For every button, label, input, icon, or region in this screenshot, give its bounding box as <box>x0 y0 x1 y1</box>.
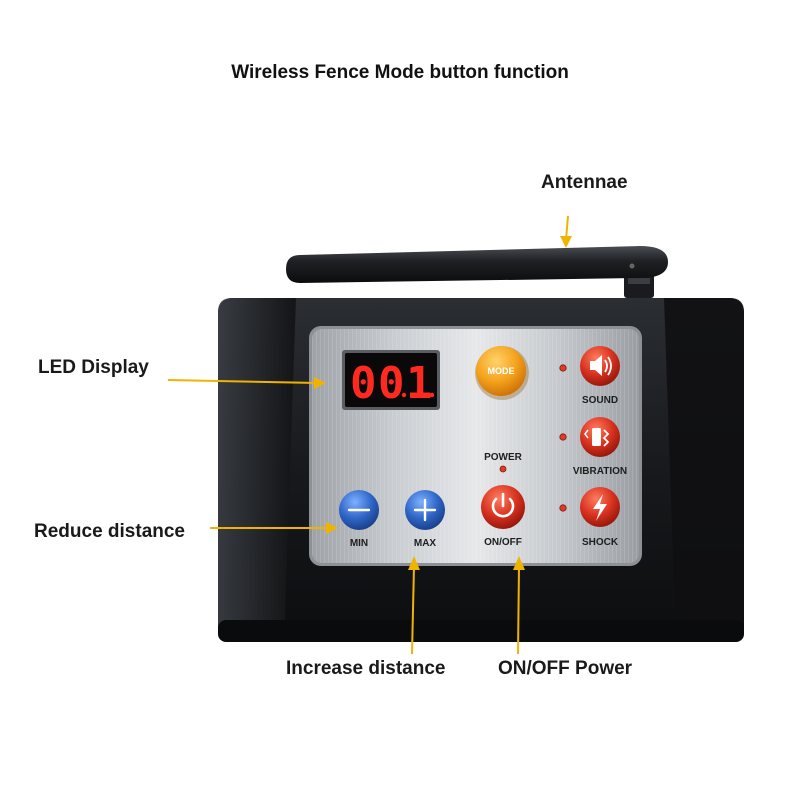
diagram-title: Wireless Fence Mode button function <box>231 62 569 83</box>
mode-button[interactable]: MODE <box>475 346 529 400</box>
lightning-icon <box>593 494 607 521</box>
antennae-arrow <box>560 215 572 248</box>
led-display: 0 0 1 <box>342 350 440 410</box>
shock-button[interactable] <box>580 487 620 527</box>
max-label: MAX <box>414 538 437 549</box>
reduce-distance-arrow <box>210 522 338 534</box>
led-digit: 0 <box>378 358 405 409</box>
onoff-button[interactable] <box>481 485 525 529</box>
onoff-power-arrow <box>513 556 525 655</box>
min-button[interactable] <box>339 490 379 530</box>
vibration-indicator-led <box>559 433 567 441</box>
power-indicator-label: POWER <box>484 452 523 463</box>
max-button[interactable] <box>405 490 445 530</box>
increase-distance-callout: Increase distance <box>286 658 446 679</box>
antenna <box>286 246 668 298</box>
onoff-power-callout: ON/OFF Power <box>498 658 633 679</box>
min-label: MIN <box>350 538 368 549</box>
antennae-callout: Antennae <box>541 172 628 193</box>
vibration-button[interactable] <box>580 417 620 457</box>
led-display-callout: LED Display <box>38 357 149 378</box>
power-icon <box>491 492 515 518</box>
mode-button-label: MODE <box>488 366 515 376</box>
sound-button[interactable] <box>580 346 620 386</box>
increase-distance-arrow <box>408 556 420 655</box>
led-display-arrow <box>167 377 326 389</box>
vibration-icon <box>584 428 610 447</box>
shock-label: SHOCK <box>582 537 619 548</box>
callout-arrows <box>167 215 572 655</box>
onoff-label: ON/OFF <box>484 537 522 548</box>
sound-label: SOUND <box>582 395 618 406</box>
speaker-icon <box>590 355 612 376</box>
shock-indicator-led <box>559 504 567 512</box>
power-indicator-led <box>499 465 507 473</box>
plus-icon <box>413 498 437 522</box>
sound-indicator-led <box>559 364 567 372</box>
vibration-label: VIBRATION <box>573 466 627 477</box>
led-digit: 0 <box>350 358 377 409</box>
led-digit: 1 <box>406 358 433 409</box>
reduce-distance-callout: Reduce distance <box>34 521 185 542</box>
